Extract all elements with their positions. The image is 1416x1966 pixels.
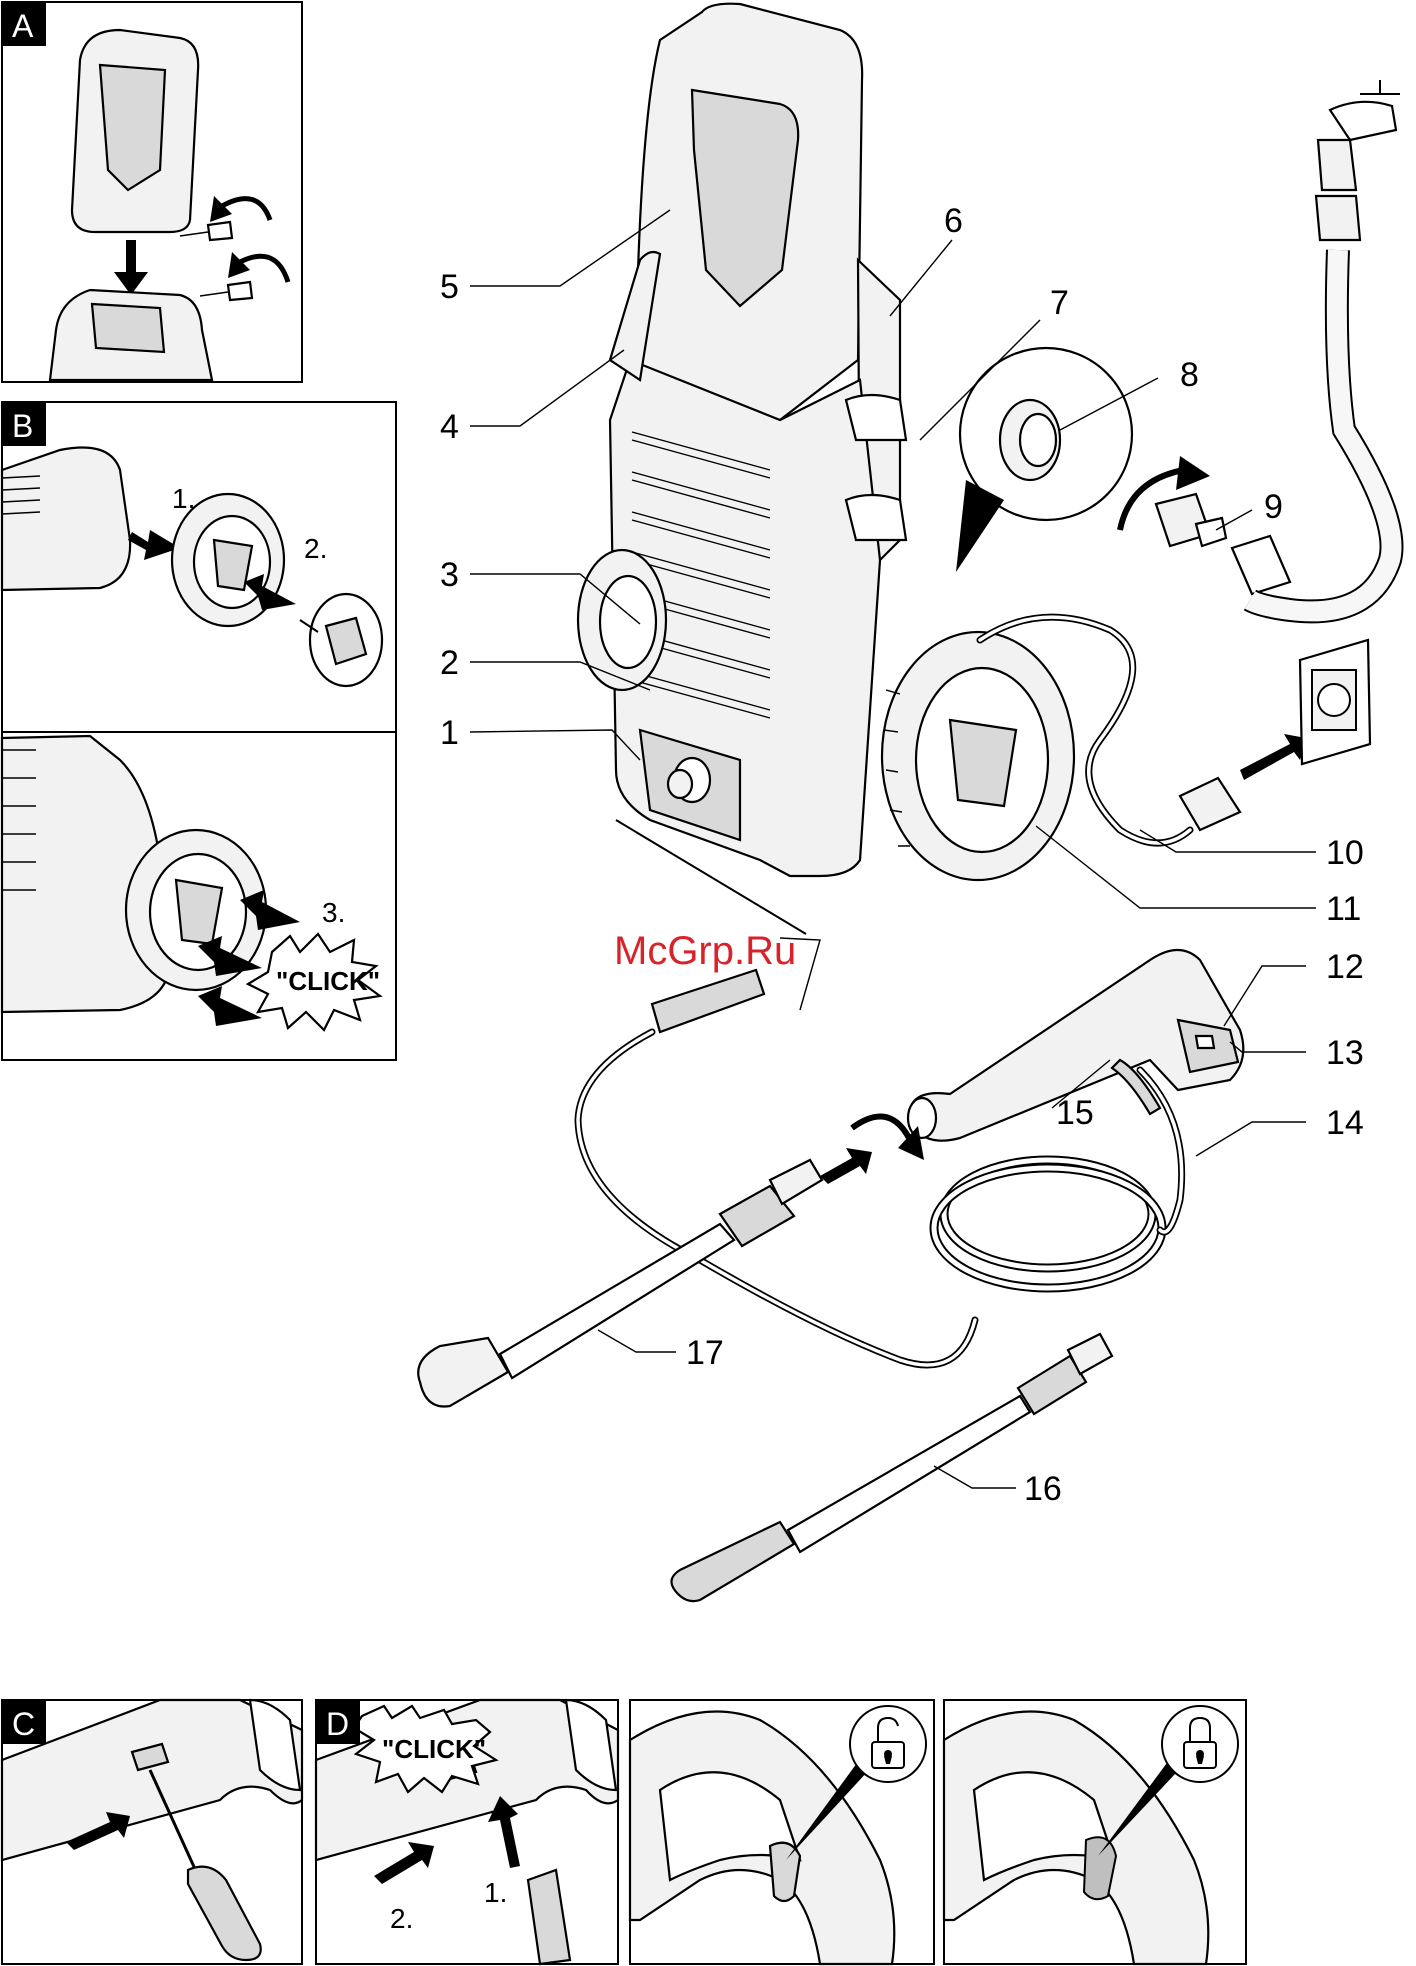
callout-1: 1 (440, 714, 459, 752)
callout-9: 9 (1264, 488, 1283, 526)
panel-b-label: B (12, 408, 33, 444)
panel-d: "CLICK" 2. 1. D (316, 1700, 618, 1964)
panel-d-label: D (326, 1706, 349, 1742)
click-text-b: "CLICK" (276, 966, 380, 996)
step-d2: 2. (390, 1903, 413, 1934)
callout-10: 10 (1326, 834, 1364, 872)
callout-17: 17 (686, 1334, 724, 1372)
callout-2: 2 (440, 644, 459, 682)
click-text-d: "CLICK" (382, 1734, 486, 1764)
callout-14: 14 (1326, 1104, 1364, 1142)
watermark: McGrp.Ru (614, 929, 796, 973)
panel-lock (944, 1700, 1246, 1964)
callout-4: 4 (440, 408, 459, 446)
panel-c-label: C (12, 1706, 35, 1742)
panel-a: A (2, 2, 302, 382)
panel-b-lower: 3. "CLICK" (2, 732, 396, 1060)
step-b3: 3. (322, 897, 345, 928)
callout-11: 11 (1326, 890, 1361, 928)
callout-13: 13 (1326, 1034, 1364, 1072)
callout-5: 5 (440, 268, 459, 306)
panel-c: C (2, 1700, 302, 1964)
callout-3: 3 (440, 556, 459, 594)
pressure-washer (578, 4, 1400, 880)
callout-8: 8 (1180, 356, 1199, 394)
callout-16: 16 (1024, 1470, 1062, 1508)
panel-b: B 1. 2. (2, 402, 396, 732)
step-d1: 1. (484, 1877, 507, 1908)
panel-a-label: A (12, 8, 34, 44)
step-b2: 2. (304, 533, 327, 564)
spray-accessories (418, 820, 1243, 1601)
callout-12: 12 (1326, 948, 1364, 986)
callout-6: 6 (944, 202, 963, 240)
callout-15: 15 (1056, 1094, 1094, 1132)
panel-unlock (630, 1700, 934, 1964)
callout-7: 7 (1050, 284, 1069, 322)
